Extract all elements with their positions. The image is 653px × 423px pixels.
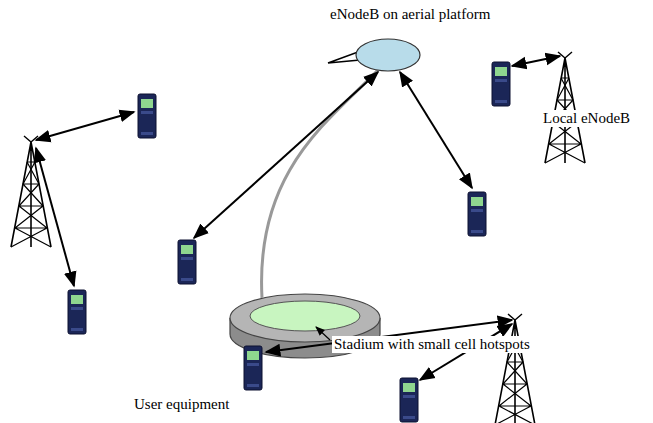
tower-right [545,52,585,163]
user-equipment-label: User equipment [132,396,231,413]
user-phone [468,192,486,236]
user-phone [244,346,262,390]
user-phone [400,378,418,422]
radio-links [36,56,560,380]
local-enodeb-label: Local eNodeB [541,110,632,127]
aerial-enodeb-label: eNodeB on aerial platform [328,6,492,23]
backhaul-link [262,70,378,298]
tower-left [11,136,51,247]
user-phone [68,290,86,334]
user-phone [138,94,156,138]
user-phone [492,62,510,106]
aerial-platform [328,39,420,71]
stadium-label: Stadium with small cell hotspots [332,336,532,353]
leader-line [316,327,330,340]
user-phone [178,240,196,284]
